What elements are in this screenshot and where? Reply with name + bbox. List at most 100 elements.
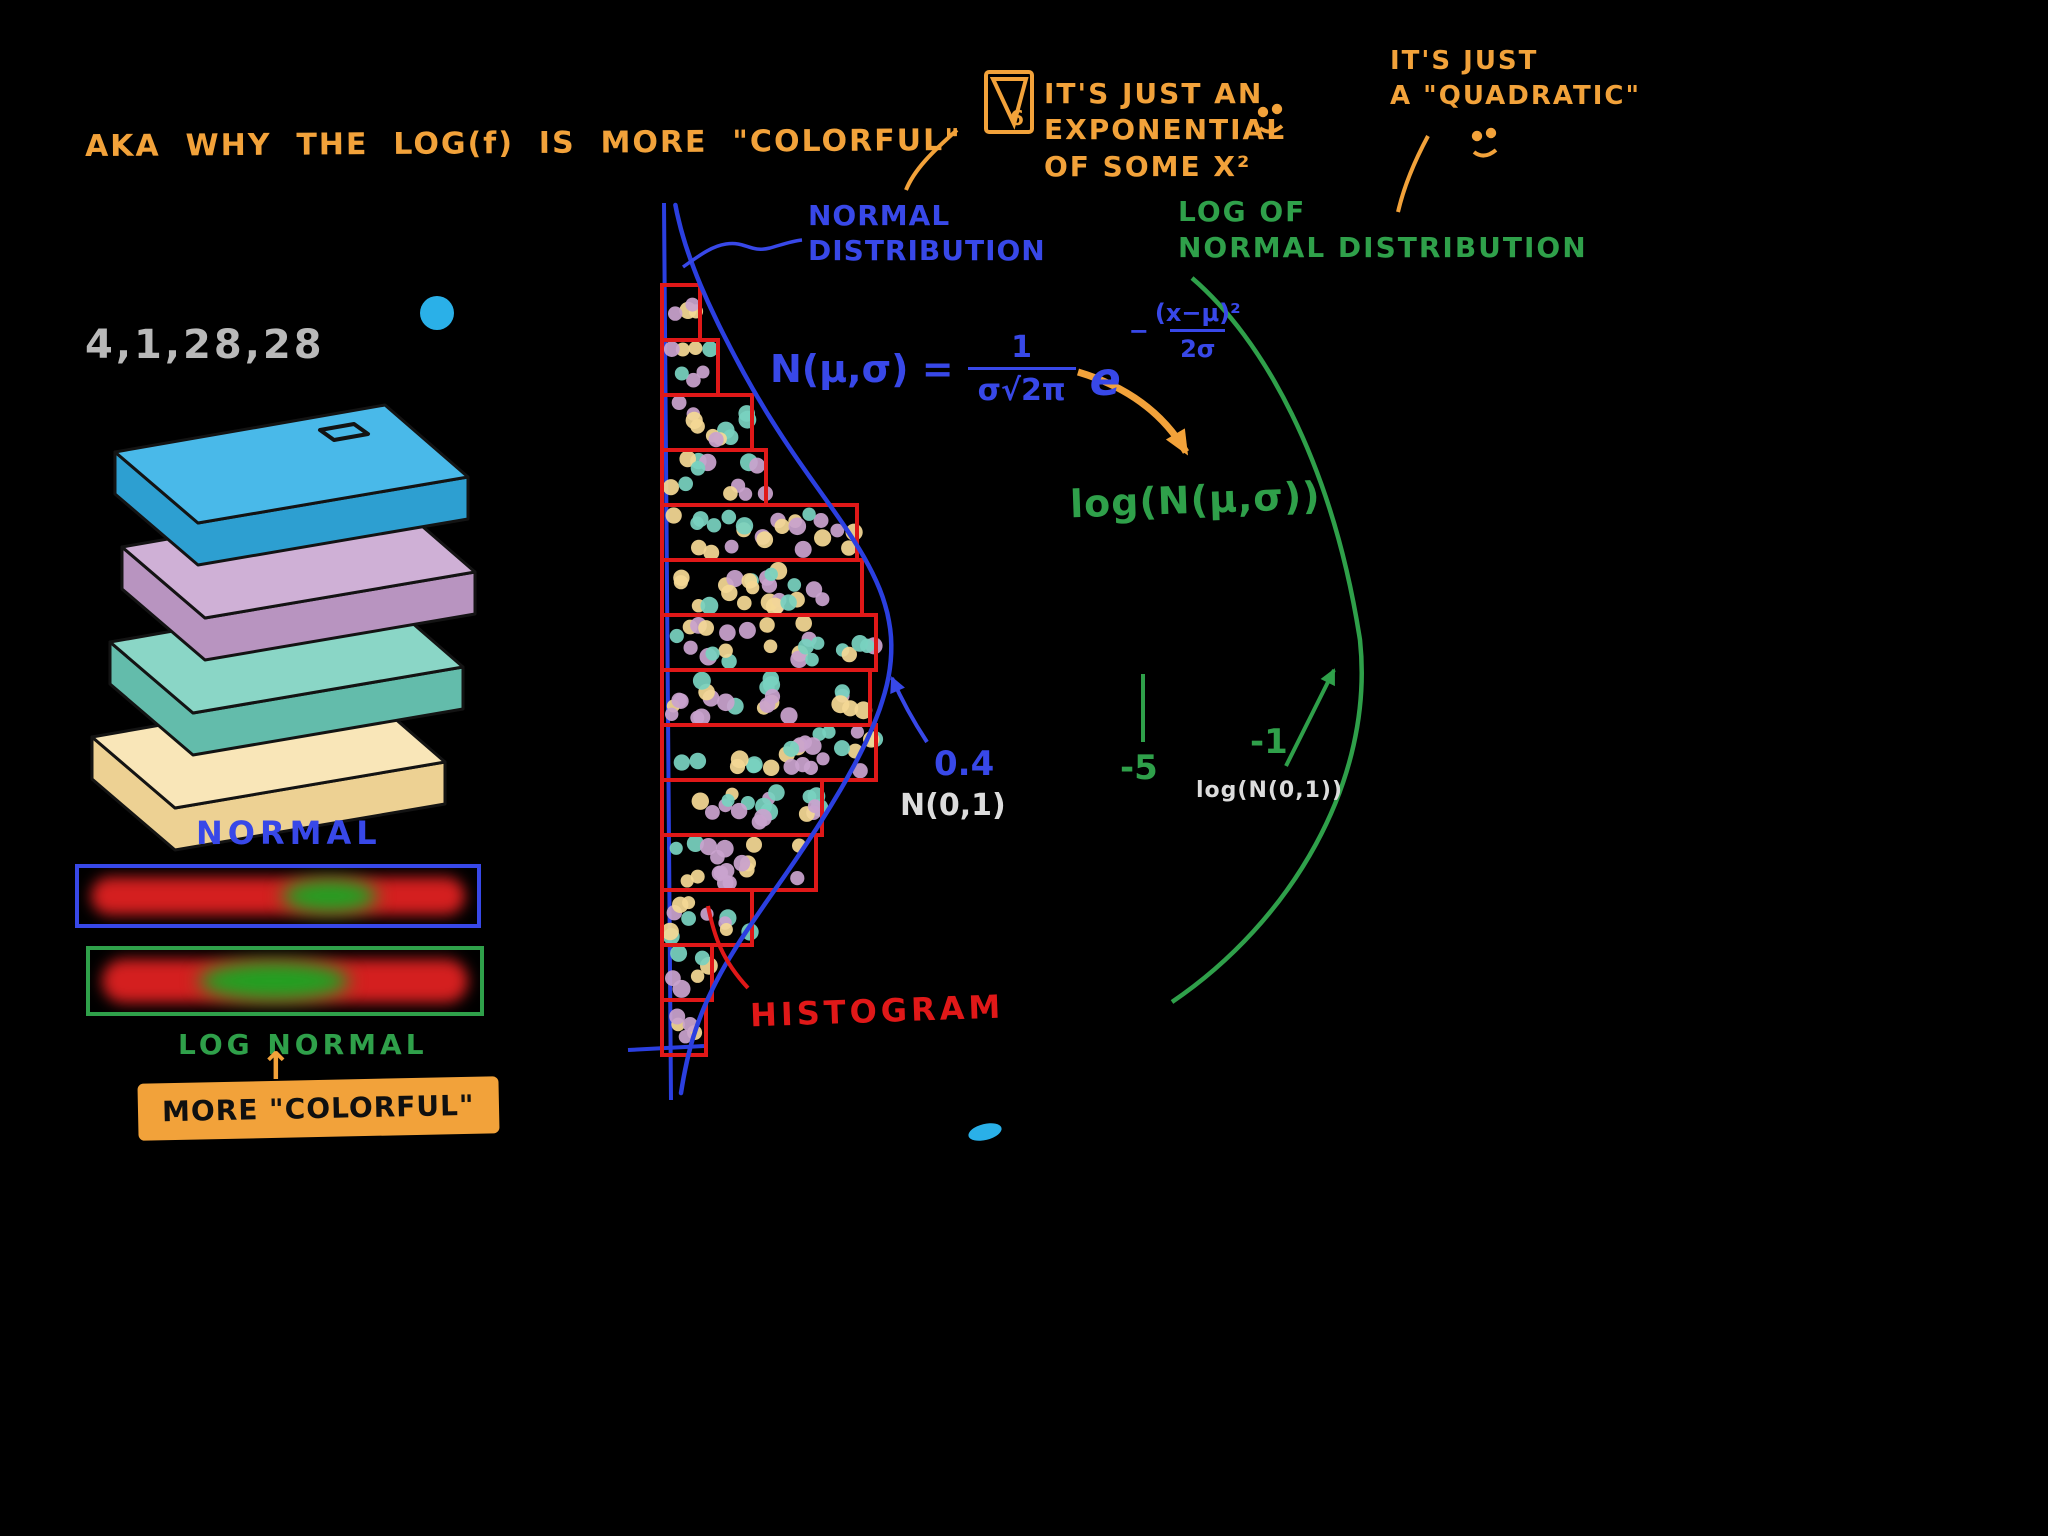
scatter-dot (822, 725, 836, 739)
scatter-dot (686, 834, 705, 853)
scatter-dot (665, 970, 681, 987)
scatter-dot (718, 643, 733, 658)
scatter-dot (763, 639, 778, 654)
neg1-label: -1 (1250, 722, 1288, 762)
scatter-dot (807, 799, 822, 813)
exponential-note-line3: OF SOME X² (1044, 149, 1252, 183)
scatter-dot (774, 518, 790, 535)
scatter-dot (762, 670, 779, 687)
scatter-dot (816, 752, 830, 766)
normal-curve (673, 202, 894, 1096)
log-n01-label: log(N(0,1)) (1196, 778, 1344, 803)
scatter-dot (738, 621, 756, 639)
scatter-dot (717, 693, 735, 712)
scatter-dot (713, 865, 729, 880)
scatter-dot (696, 365, 710, 379)
scatter-dot (692, 671, 711, 690)
scatter-dot (763, 759, 780, 776)
scatter-dot (759, 617, 775, 633)
scatter-dot (661, 922, 679, 941)
formula-exp-fraction: (x−μ)² 2σ (1155, 299, 1241, 363)
log-normal-curve (1170, 276, 1364, 1004)
normal-distribution-label: NORMAL DISTRIBUTION (808, 198, 1046, 268)
scatter-dot (673, 754, 690, 771)
scatter-dot (721, 584, 738, 602)
scatter-dot (834, 740, 850, 757)
log-of-normal-line1: LOG OF (1178, 195, 1307, 228)
peak-arrow (890, 676, 929, 744)
scatter-dot (690, 869, 705, 884)
exponential-note-pointer (904, 128, 959, 191)
scatter-dot (746, 758, 761, 774)
scatter-dot (678, 476, 693, 492)
scatter-dot (700, 596, 719, 615)
log-transform-arrow (1077, 368, 1190, 456)
scatter-dot (668, 306, 683, 321)
scatter-dot (754, 808, 772, 827)
histogram-pointer (706, 905, 750, 990)
smiley-icon (1471, 127, 1498, 158)
formula-exp-minus: − (1128, 317, 1149, 345)
formula-exp-denominator: 2σ (1170, 329, 1226, 363)
scatter-dot (683, 640, 698, 655)
scatter-dot (780, 707, 798, 725)
scatter-dot (787, 578, 802, 592)
scatter-dot (699, 838, 718, 856)
scatter-dot (798, 638, 814, 655)
stack-layer-blue (113, 403, 470, 567)
scatter-dot (749, 457, 766, 474)
scatter-dot (746, 836, 762, 853)
scatter-dot (680, 874, 694, 888)
normal-heatmap-label: NORMAL (196, 814, 382, 852)
scatter-dot (831, 695, 850, 714)
quadratic-note-line1: IT'S JUST (1390, 46, 1539, 76)
formula-lhs: N(μ,σ) = (770, 347, 954, 391)
scatter-dot (674, 366, 689, 381)
scatter-dot (730, 750, 749, 769)
scatter-dot (693, 708, 711, 726)
scatter-dot (721, 509, 737, 525)
plot-axis-line (662, 202, 673, 1101)
more-colorful-callout: MORE "COLORFUL" (137, 1076, 500, 1141)
scatter-dot (764, 567, 778, 581)
blue-dot (420, 296, 454, 330)
tensor-stack (90, 403, 477, 852)
scatter-dot (860, 638, 875, 653)
scatter-dot (675, 342, 690, 357)
scatter-dot (795, 615, 812, 632)
log-normal-heatmap (86, 946, 484, 1016)
neg1-arrow (1284, 668, 1336, 767)
scatter-dot (790, 871, 805, 886)
scatter-dot (733, 854, 751, 872)
exponential-note-line1: IT'S JUST AN (1044, 77, 1264, 110)
formula-fraction: 1 σ√2π (967, 330, 1076, 408)
scatter-dot (669, 628, 684, 644)
scatter-dot (811, 636, 825, 650)
scatter-dot (703, 544, 720, 561)
page-title: AKA WHY THE LOG(f) IS MORE "COLORFUL" (84, 122, 962, 165)
scatter-dot (814, 529, 832, 547)
scatter-dot (682, 896, 696, 910)
scatter-dot (756, 531, 774, 549)
scatter-dot (719, 923, 733, 936)
scatter-dot (690, 461, 706, 476)
scatter-dot (702, 341, 719, 358)
normal-distribution-line2: DISTRIBUTION (808, 234, 1046, 267)
log-of-normal-label: LOG OF NORMAL DISTRIBUTION (1178, 194, 1588, 267)
scatter-dot (759, 697, 776, 713)
histogram-bars (660, 283, 878, 1057)
scatter-dot (679, 450, 696, 468)
scatter-dot (708, 432, 724, 448)
scatter-dot (737, 595, 752, 611)
scatter-dot (671, 692, 687, 708)
red-heat-blob (91, 877, 465, 915)
normal-distribution-line1: NORMAL (808, 199, 951, 232)
n01-label: N(0,1) (900, 788, 1006, 823)
scatter-dot (788, 517, 807, 536)
formula-e: e (1089, 352, 1121, 406)
formula-denominator: σ√2π (967, 367, 1076, 408)
scatter-dot (804, 737, 822, 755)
scatter-dot (686, 372, 701, 388)
scatter-dot (723, 486, 738, 501)
histogram-bar (660, 998, 708, 1057)
